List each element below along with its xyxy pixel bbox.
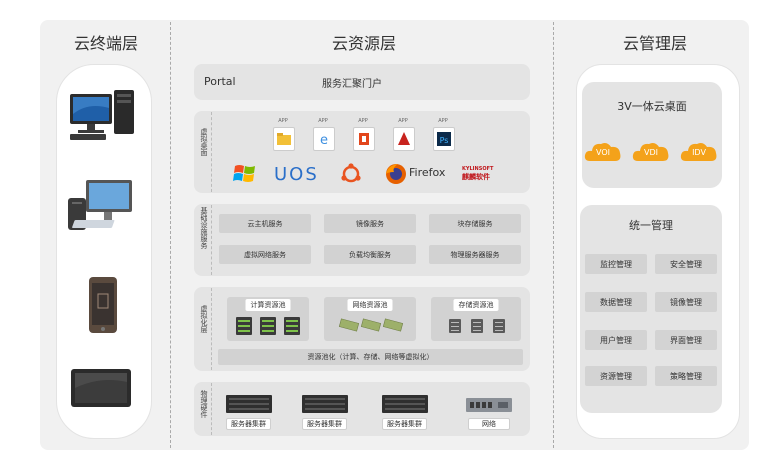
server-cluster-icon [226,395,272,413]
separator-right [553,22,554,448]
svg-text:Ps: Ps [440,136,449,145]
svg-text:e: e [320,133,328,148]
storage-pool[interactable]: 存储资源池 [431,297,521,341]
terminal-layer-title: 云终端层 [73,34,138,53]
app-acrobat[interactable]: APP [393,118,415,152]
unified-management-title: 统一管理 [629,219,673,232]
hardware-server-cluster-2[interactable]: 服务器集群 [302,418,347,430]
data-management[interactable]: 数据管理 [585,292,647,312]
vdi-cloud[interactable]: VDI [632,140,670,162]
app-photoshop[interactable]: APP Ps [433,118,455,152]
server-cluster-icon [302,395,348,413]
cloud-icon [680,143,717,161]
monitor-management[interactable]: 监控管理 [585,254,647,274]
compute-pool[interactable]: 计算资源池 [227,297,309,341]
hardware-network[interactable]: 网络 [468,418,510,430]
service-physical-server[interactable]: 物理服务器服务 [429,245,521,264]
infra-services-label: 基础设施服务 [200,207,208,249]
cloud-icon [632,143,669,161]
portal-label: Portal [204,75,236,88]
folder-icon [277,133,291,145]
thin-client-icon [66,178,138,234]
tablet-icon [70,368,132,408]
resource-management[interactable]: 资源管理 [585,366,647,386]
app-ie[interactable]: APP e [313,118,335,152]
service-image[interactable]: 镜像服务 [324,214,416,233]
management-layer-title: 云管理层 [622,34,687,53]
security-management[interactable]: 安全管理 [655,254,717,274]
ubuntu-logo-icon [340,163,362,185]
resource-pooling-bar: 资源池化（计算、存储、网络等虚拟化） [218,349,523,365]
user-management[interactable]: 用户管理 [585,330,647,350]
ie-icon: e [320,133,328,148]
desktop-box: 3V一体云桌面 [582,82,722,188]
network-switch-icon [338,318,404,332]
office-icon [359,133,369,145]
desktop-title: 3V一体云桌面 [617,100,687,113]
firefox-logo-icon [384,162,408,186]
ui-management[interactable]: 界面管理 [655,330,717,350]
firefox-label: Firefox [409,166,446,179]
portal-title: 服务汇聚门户 [322,79,382,90]
network-device-icon [466,397,512,412]
resource-layer-title: 云资源层 [331,34,396,53]
voi-cloud[interactable]: VOI [584,140,622,162]
server-cluster-icon [382,395,428,413]
uos-logo: UOS [274,164,319,185]
image-management[interactable]: 镜像管理 [655,292,717,312]
photoshop-icon: Ps [437,132,451,146]
policy-management[interactable]: 策略管理 [655,366,717,386]
network-pool[interactable]: 网络资源池 [324,297,416,341]
phone-icon [88,276,118,334]
storage-array-icon [449,319,505,333]
separator-left [170,22,171,448]
service-block-storage[interactable]: 块存储服务 [429,214,521,233]
app-folder[interactable]: APP [273,118,295,152]
desktop-pc-icon [68,88,138,142]
kylin-logo: KYLINSOFT 麒麟软件 [462,166,494,181]
virtualization-label: 虚拟化层 [200,305,208,333]
cloud-icon [584,143,621,161]
windows-logo-icon [232,162,258,186]
hardware-server-cluster-3[interactable]: 服务器集群 [382,418,427,430]
hardware-label: 物理硬件 [200,390,208,418]
portal-band[interactable]: Portal 服务汇聚门户 [194,64,530,100]
hardware-server-cluster-1[interactable]: 服务器集群 [226,418,271,430]
service-load-balancer[interactable]: 负载均衡服务 [324,245,416,264]
compute-server-icon [236,317,300,335]
service-cloud-host[interactable]: 云主机服务 [219,214,311,233]
idv-cloud[interactable]: IDV [680,140,718,162]
acrobat-icon [398,132,410,145]
app-office[interactable]: APP [353,118,375,152]
virtual-desktop-label: 虚拟桌面 [200,128,208,156]
label-divider [211,112,212,192]
service-virtual-network[interactable]: 虚拟网络服务 [219,245,311,264]
